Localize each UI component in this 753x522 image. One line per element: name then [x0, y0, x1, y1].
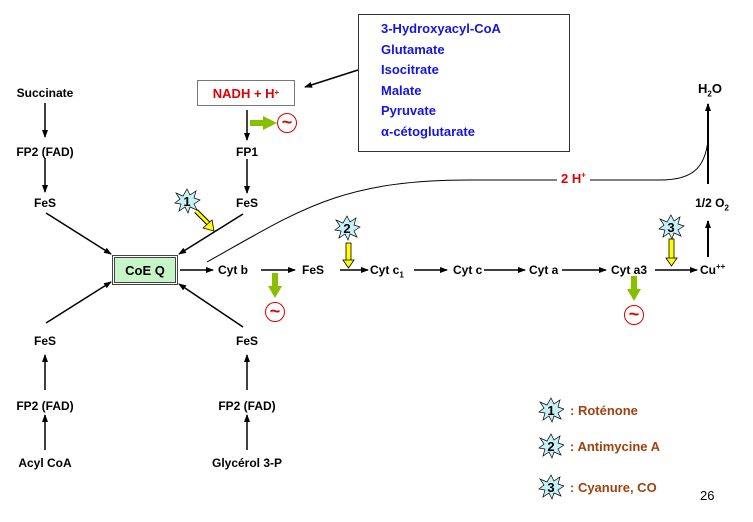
inhibitor-burst-2-icon: 2	[538, 433, 564, 459]
arrow-fes-coeq-topleft	[45, 212, 112, 255]
half-o2-text: 1/2 O	[695, 196, 725, 210]
fp2-fad-label: FP2 (FAD)	[16, 399, 74, 413]
fes-label: FeS	[235, 334, 259, 348]
water-subscript: 2	[707, 89, 712, 99]
fp2-fad-label: FP2 (FAD)	[16, 145, 74, 159]
legend-label: : Roténone	[570, 402, 638, 418]
fp2-fad-label: FP2 (FAD)	[218, 399, 276, 413]
acyl-coa-label: Acyl CoA	[18, 456, 72, 470]
legend-item-cyanure: 3 : Cyanure, CO	[538, 474, 657, 500]
page-number: 26	[700, 488, 715, 503]
inhibitor-arrow-1	[194, 209, 215, 232]
svg-text:2: 2	[343, 221, 350, 236]
fes-label: FeS	[33, 196, 57, 210]
succinate-label: Succinate	[16, 86, 74, 100]
energy-arrow-cyta3	[627, 276, 641, 301]
nadh-label: NADH + H	[212, 85, 275, 101]
coenzyme-q-box: CoE Q	[112, 255, 178, 285]
energy-symbol-icon: ~	[265, 302, 285, 322]
half-o2-subscript: 2	[724, 203, 729, 213]
legend-item-rotenone: 1 : Roténone	[538, 397, 638, 423]
inhibitor-arrow-2	[342, 242, 355, 269]
energy-arrow-cytb	[268, 273, 282, 298]
protons-superscript: +	[581, 170, 586, 180]
cyt-c1-label: Cyt c1	[370, 263, 404, 280]
arrow-substrates-nadh	[304, 69, 359, 88]
energy-symbol-icon: ~	[624, 305, 644, 325]
coenzyme-q-label: CoE Q	[114, 257, 176, 283]
inhibitor-burst-1-icon: 1	[174, 188, 201, 214]
cyt-b-label: Cyt b	[218, 263, 248, 277]
cyt-a-label: Cyt a	[529, 263, 559, 277]
cu-text: Cu	[700, 263, 716, 277]
svg-text:1: 1	[183, 194, 190, 209]
legend-item-antimycine: 2 : Antimycine A	[538, 433, 660, 459]
substrate-item: Pyruvate	[381, 103, 436, 118]
cyt-c1-subscript: 1	[399, 270, 404, 280]
svg-text:2: 2	[547, 439, 554, 454]
fes-label: FeS	[302, 263, 325, 277]
inhibitor-burst-2-icon: 2	[334, 215, 361, 241]
substrate-item: α-cétoglutarate	[381, 123, 475, 139]
substrate-item: Malate	[381, 82, 422, 98]
cyt-c1-text: Cyt c	[370, 263, 400, 277]
legend-label: : Cyanure, CO	[570, 479, 657, 495]
energy-symbol-icon: ~	[277, 113, 297, 133]
inhibitor-arrow-3	[665, 238, 678, 267]
fp1-label: FP1	[235, 145, 259, 159]
substrate-item: Glutamate	[381, 41, 445, 57]
water-label: H2O	[698, 81, 722, 99]
arrow-fes-coeq-topright	[178, 213, 244, 255]
cyt-a3-label: Cyt a3	[611, 263, 648, 277]
water-o: O	[711, 81, 722, 96]
fes-label: FeS	[33, 334, 57, 348]
substrate-item: Isocitrate	[381, 62, 439, 77]
svg-text:3: 3	[667, 220, 674, 235]
substrate-item: 3-Hydroxyacyl-CoA	[381, 21, 501, 36]
arrow-fes-coeq-bottomright	[178, 283, 244, 328]
proton-curve	[206, 139, 709, 263]
svg-text:3: 3	[547, 480, 554, 495]
arrow-fes-coeq-bottomleft	[45, 281, 112, 324]
protons-text: 2 H	[561, 171, 582, 186]
fes-label: FeS	[235, 196, 259, 210]
cu-label: Cu++	[700, 262, 726, 278]
protons-label: 2 H+	[557, 171, 590, 186]
cu-superscript: ++	[716, 262, 726, 271]
cyt-c-label: Cyt c	[453, 263, 483, 277]
glycerol-3p-label: Glycérol 3-P	[211, 456, 283, 470]
svg-text:1: 1	[547, 403, 554, 418]
inhibitor-burst-3-icon: 3	[658, 214, 685, 240]
inhibitor-burst-1-icon: 1	[538, 397, 564, 423]
substrates-box: 3-Hydroxyacyl-CoA Glutamate Isocitrate M…	[358, 14, 570, 152]
nadh-box: NADH + H+	[197, 80, 295, 106]
inhibitor-burst-3-icon: 3	[538, 474, 564, 500]
half-o2-label: 1/2 O2	[695, 196, 729, 213]
water-h: H	[698, 81, 708, 96]
energy-arrow-nadh	[250, 116, 277, 130]
legend-label: : Antimycine A	[570, 438, 661, 454]
